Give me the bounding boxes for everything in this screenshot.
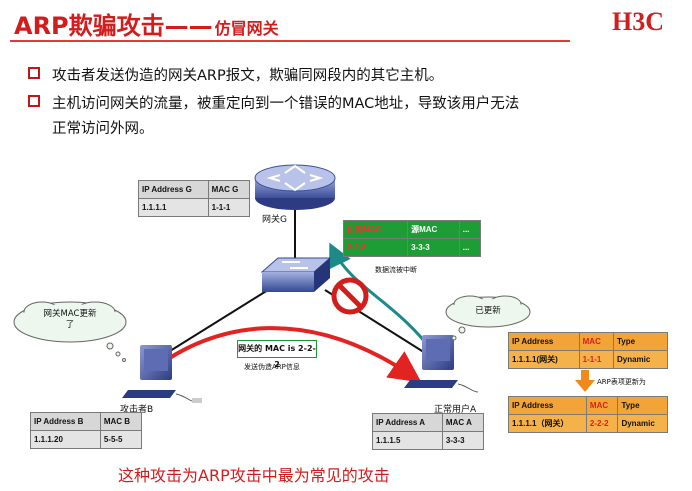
title-main: ARP欺骗攻击: [14, 12, 165, 40]
frame-table-header: ...: [458, 220, 482, 239]
gateway-table-cell: 1.1.1.1: [138, 198, 209, 217]
fake-arp-arrow: [148, 326, 422, 383]
attacker-table-cell: 1.1.1.20: [30, 430, 101, 449]
user-table-header: IP Address A: [372, 413, 443, 432]
bullet-2-text: 主机访问网关的流量，被重定向到一个错误的MAC地址，导致该用户无法: [52, 96, 520, 112]
thought-cloud-left: [13, 301, 127, 362]
arp-after-header: Type: [617, 396, 668, 415]
attacker-table-cell: 5-5-5: [99, 430, 143, 449]
user-table-cell: 1.1.1.5: [372, 431, 443, 450]
h3c-logo: H3C: [612, 8, 664, 34]
attacker-label: 攻击者B: [120, 405, 154, 415]
user-pc-icon: [404, 335, 479, 393]
arp-before-cell: 1.1.1.1(网关): [508, 350, 580, 369]
bullet-square-icon: [28, 95, 40, 107]
attacker-pc-icon: [122, 345, 202, 403]
cloud-right-text: 已更新: [475, 306, 501, 316]
user-table-cell: 3-3-3: [441, 431, 485, 450]
gateway-table-header: MAC G: [207, 180, 251, 199]
link-switch-attacker: [161, 289, 269, 357]
frame-table-cell: 3-3-3: [407, 238, 460, 257]
arp-update-label: ARP表项更新为: [597, 378, 646, 386]
frame-table-cell: 2-2-2: [342, 238, 409, 257]
arp-after-header: MAC: [585, 396, 619, 415]
title-dash: ——: [164, 12, 213, 40]
bullet-2-continuation: 正常访问外网。: [52, 121, 154, 137]
title-sub: 仿冒网关: [214, 19, 279, 38]
fake-arp-box: 网关的 MAC is 2-2-2: [237, 340, 317, 369]
arp-after-cell: Dynamic: [617, 414, 668, 433]
frame-table-header: 源MAC: [407, 220, 460, 239]
arp-before-cell: 1-1-1: [578, 350, 614, 369]
gateway-table-header: IP Address G: [138, 180, 209, 199]
arp-after-cell: 2-2-2: [585, 414, 619, 433]
gateway-table-cell: 1-1-1: [207, 198, 251, 217]
gateway-router-icon: [254, 164, 336, 210]
arp-before-cell: Dynamic: [612, 350, 669, 369]
arp-before-header: Type: [612, 332, 669, 351]
attacker-table-header: MAC B: [99, 412, 143, 431]
bullet-1-text: 攻击者发送伪造的网关ARP报文，欺骗同网段内的其它主机。: [52, 68, 444, 84]
bullet-2: 主机访问网关的流量，被重定向到一个错误的MAC地址，导致该用户无法: [28, 92, 519, 116]
blocked-sign-icon: [331, 277, 369, 315]
arp-before-header: MAC: [578, 332, 614, 351]
arp-after-header: IP Address: [508, 396, 587, 415]
title-underline: [10, 40, 570, 42]
footer-caption: 这种攻击为ARP攻击中最为常见的攻击: [118, 466, 390, 485]
blocked-flow-arrow: [329, 242, 427, 343]
thought-cloud-right: [445, 295, 531, 341]
switch-icon: [260, 257, 332, 292]
frame-table-cell: ...: [458, 238, 482, 257]
user-label: 正常用户A: [434, 405, 477, 415]
attacker-table-header: IP Address B: [30, 412, 101, 431]
arp-before-header: IP Address: [508, 332, 580, 351]
user-table-header: MAC A: [441, 413, 485, 432]
arp-update-arrow-icon: [575, 370, 595, 392]
frame-table-header: 目的MAC: [342, 220, 409, 239]
cloud-left-text: 网关MAC更新 了: [43, 309, 97, 330]
bullet-1: 攻击者发送伪造的网关ARP报文，欺骗同网段内的其它主机。: [28, 64, 443, 88]
arp-after-cell: 1.1.1.1（网关）: [508, 414, 587, 433]
gateway-label: 网关G: [262, 215, 287, 225]
bullet-square-icon: [28, 67, 40, 79]
page-title: ARP欺骗攻击——仿冒网关: [14, 6, 279, 41]
fake-arp-caption: 发送伪造ARP信息: [244, 363, 300, 371]
logo-text: H3C: [612, 8, 664, 34]
frame-caption: 数据流被中断: [375, 266, 417, 274]
